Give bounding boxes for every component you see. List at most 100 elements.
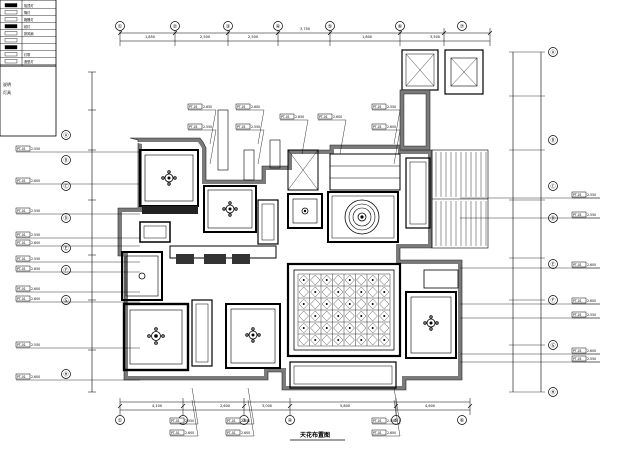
ceiling-tag-height: 2.600 xyxy=(31,375,40,379)
ceiling-tag-code: PT-01 xyxy=(573,263,582,267)
legend-label: 吸顶灯 xyxy=(24,3,34,8)
pendant-light-icon xyxy=(161,170,177,186)
axis-bubble xyxy=(61,265,71,275)
ceiling-tag-code: PT-01 xyxy=(17,179,26,183)
axis-bubble xyxy=(548,181,558,191)
ceiling-tag-code: PT-01 xyxy=(573,313,582,317)
axis-label: Ⓑ xyxy=(63,157,68,164)
ceiling-tag-box xyxy=(571,297,587,304)
legend-note: 灯具 xyxy=(3,89,11,95)
ceiling-tag-height: 2.650 xyxy=(295,115,304,119)
legend-symbol xyxy=(4,31,18,36)
axis-label: Ⓐ xyxy=(63,132,68,139)
ceiling-tag-code: PT-01 xyxy=(17,209,26,213)
ceiling-tag-height: 2.600 xyxy=(31,287,40,291)
ceiling-tag-code: PT-01 xyxy=(189,125,198,129)
dim-bottom: 4,100 xyxy=(152,404,162,408)
ceiling-tag-height: 2.600 xyxy=(587,299,596,303)
axis-label: Ⓒ xyxy=(63,183,68,190)
ceiling-tag-box xyxy=(225,417,241,424)
ceiling-tag-box xyxy=(187,103,203,110)
ceiling-tag-code: PT-01 xyxy=(171,431,180,435)
medallion-ceiling xyxy=(344,199,380,235)
ceiling-tag-box xyxy=(15,231,31,238)
axis-label: Ⓔ xyxy=(550,261,555,268)
ceiling-tag-box xyxy=(571,347,587,354)
axis-label: Ⓓ xyxy=(550,215,555,222)
ceiling-tag-code: PT-01 xyxy=(171,419,180,423)
ceiling-tag-code: PT-01 xyxy=(373,419,382,423)
axis-label: ⑤ xyxy=(394,418,398,424)
axis-bubble xyxy=(548,295,558,305)
dim-bottom: 2,600 xyxy=(220,404,230,408)
ceiling-tag-height: 2.550 xyxy=(31,257,40,261)
ceiling-tag-height: 2.550 xyxy=(387,419,396,423)
axis-bubble xyxy=(61,243,71,253)
axis-label: Ⓖ xyxy=(63,297,68,304)
ceiling-tag-box xyxy=(15,295,31,302)
ceiling-tag-height: 2.650 xyxy=(203,105,212,109)
drawing-title: 天花布置图 xyxy=(300,431,330,439)
bottom-dimension-chain: 4,100 2,600 3,000 5,800 4,600 xyxy=(117,398,473,415)
ceiling-tag-box xyxy=(317,113,333,120)
legend-symbol xyxy=(4,38,18,43)
axis-bubble xyxy=(61,181,71,191)
pendant-light-icon xyxy=(423,315,439,331)
ceiling-tag-height: 2.550 xyxy=(31,147,40,151)
ceiling-tag-code: PT-01 xyxy=(227,419,236,423)
axis-bubble xyxy=(548,387,558,397)
ceiling-tag-box xyxy=(225,429,241,436)
axis-bubble xyxy=(457,415,467,425)
axis-bubble xyxy=(61,213,71,223)
ceiling-tag-height: 2.600 xyxy=(185,431,194,435)
legend-symbol xyxy=(4,45,18,50)
axis-bubble xyxy=(61,155,71,165)
ceiling-tag-box xyxy=(15,207,31,214)
ceiling-tag-height: 2.550 xyxy=(387,105,396,109)
ceiling-tag-box xyxy=(169,429,185,436)
axis-label: Ⓗ xyxy=(550,389,555,396)
ceiling-tag-height: 2.550 xyxy=(587,357,596,361)
axis-label: Ⓕ xyxy=(63,267,68,274)
axis-label: Ⓗ xyxy=(63,371,68,378)
ceiling-lattice xyxy=(297,273,391,347)
ceiling-tag-height: 2.600 xyxy=(587,263,596,267)
ceiling-tag-height: 2.600 xyxy=(387,125,396,129)
ceiling-tag-box xyxy=(571,191,587,198)
ceiling-tag-code: PT-01 xyxy=(227,431,236,435)
ceiling-tag-code: PT-01 xyxy=(17,297,26,301)
ceiling-tag-height: 2.600 xyxy=(241,431,250,435)
ceiling-tag-height: 2.550 xyxy=(203,125,212,129)
axis-label: ④ xyxy=(288,418,293,424)
axis-bubble xyxy=(170,21,180,31)
axis-bubble xyxy=(273,21,283,31)
ceiling-tag-height: 2.550 xyxy=(185,419,194,423)
legend-label: 格栅灯 xyxy=(24,17,34,22)
axis-label: Ⓓ xyxy=(63,215,68,222)
ceiling-tag-code: PT-01 xyxy=(17,343,26,347)
axis-label: Ⓖ xyxy=(550,342,555,349)
ceiling-tag-box xyxy=(371,123,387,130)
ceiling-tag-height: 2.600 xyxy=(587,349,596,353)
ceiling-tag-code: PT-01 xyxy=(237,125,246,129)
axis-label: Ⓑ xyxy=(550,137,555,144)
ceiling-tag-height: 2.600 xyxy=(31,297,40,301)
dim-top: 2,500 xyxy=(248,35,258,39)
ceiling-tag-code: PT-01 xyxy=(573,299,582,303)
ceiling-tag-code: PT-01 xyxy=(573,213,582,217)
ceiling-tag-height: 2.600 xyxy=(31,241,40,245)
axis-bubble xyxy=(115,415,125,425)
axis-bubble xyxy=(548,259,558,269)
ceiling-tag-code: PT-01 xyxy=(17,147,26,151)
axis-label: ④ xyxy=(276,24,281,30)
ceiling-tag-box xyxy=(15,265,31,272)
ceiling-tag-code: PT-01 xyxy=(573,357,582,361)
floor-plan xyxy=(117,49,489,391)
ceiling-tag-box xyxy=(15,285,31,292)
ceiling-tag-box xyxy=(371,417,387,424)
ceiling-tag-box xyxy=(279,113,295,120)
ceiling-tag-height: 2.550 xyxy=(587,313,596,317)
ceiling-tag-height: 2.550 xyxy=(31,343,40,347)
ceiling-tag-height: 2.550 xyxy=(587,213,596,217)
legend-symbol xyxy=(4,59,18,64)
